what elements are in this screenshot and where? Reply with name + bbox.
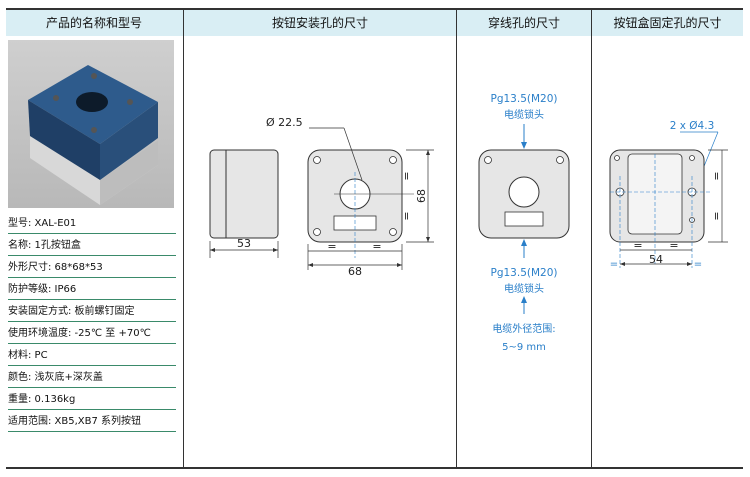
spec-weight: 重量: 0.136kg [8, 390, 176, 410]
mount-hole-drawing: 53 Ø 22.5 68 = = = = 68 [209, 116, 434, 276]
cable-top-label-2: 电缆锁头 [504, 108, 544, 121]
cable-hole-drawing: Pg13.5(M20) 电缆锁头 Pg13.5(M20) 电缆锁头 电缆外径范围… [478, 93, 570, 353]
header-mount-hole: 按钮安装孔的尺寸 [271, 16, 368, 30]
dim-front-width: 68 [348, 265, 362, 276]
equal-mark: = [710, 211, 723, 220]
equal-mark: = [694, 259, 702, 270]
table-top-border [6, 8, 743, 10]
spec-color: 颜色: 浅灰底+深灰盖 [8, 368, 176, 388]
equal-mark: = [372, 240, 381, 253]
equal-mark: = [610, 259, 618, 270]
fix-hole-label: 2 x Ø4.3 [670, 120, 715, 132]
spec-material: 材料: PC [8, 346, 176, 366]
equal-mark: = [669, 239, 678, 252]
column-divider [183, 10, 184, 469]
cable-bottom-label-1: Pg13.5(M20) [491, 267, 558, 279]
header-band [6, 10, 743, 36]
cable-bottom-label-2: 电缆锁头 [504, 282, 544, 295]
header-box-fix-hole: 按钮盒固定孔的尺寸 [613, 16, 722, 30]
equal-mark: = [400, 171, 413, 180]
equal-mark: = [710, 171, 723, 180]
column-divider [591, 10, 592, 469]
dim-front-height: 68 [415, 189, 428, 203]
box-fix-hole-drawing: 2 x Ø4.3 = = = = 54 = = [609, 120, 728, 270]
spec-dimensions: 外形尺寸: 68*68*53 [8, 258, 176, 278]
header-cable-hole: 穿线孔的尺寸 [487, 16, 560, 30]
dim-side-width: 53 [237, 237, 251, 250]
product-photo [8, 40, 174, 208]
header-product: 产品的名称和型号 [45, 16, 142, 30]
equal-mark: = [327, 240, 336, 253]
spec-application: 适用范围: XB5,XB7 系列按钮 [8, 412, 176, 432]
column-divider [456, 10, 457, 469]
spec-temperature: 使用环境温度: -25℃ 至 +70℃ [8, 324, 176, 344]
spec-model: 型号: XAL-E01 [8, 214, 176, 234]
spec-mounting: 安装固定方式: 板前螺钉固定 [8, 302, 176, 322]
cable-top-label-1: Pg13.5(M20) [491, 93, 558, 105]
spec-name: 名称: 1孔按钮盒 [8, 236, 176, 256]
table-bottom-border [6, 467, 743, 469]
cable-range-label-1: 电缆外径范围: [492, 322, 555, 335]
equal-mark: = [633, 239, 642, 252]
dim-fix-width: 54 [649, 253, 663, 266]
spec-protection: 防护等级: IP66 [8, 280, 176, 300]
cable-range-label-2: 5~9 mm [502, 342, 546, 353]
equal-mark: = [400, 211, 413, 220]
dim-hole-dia: Ø 22.5 [266, 116, 303, 129]
